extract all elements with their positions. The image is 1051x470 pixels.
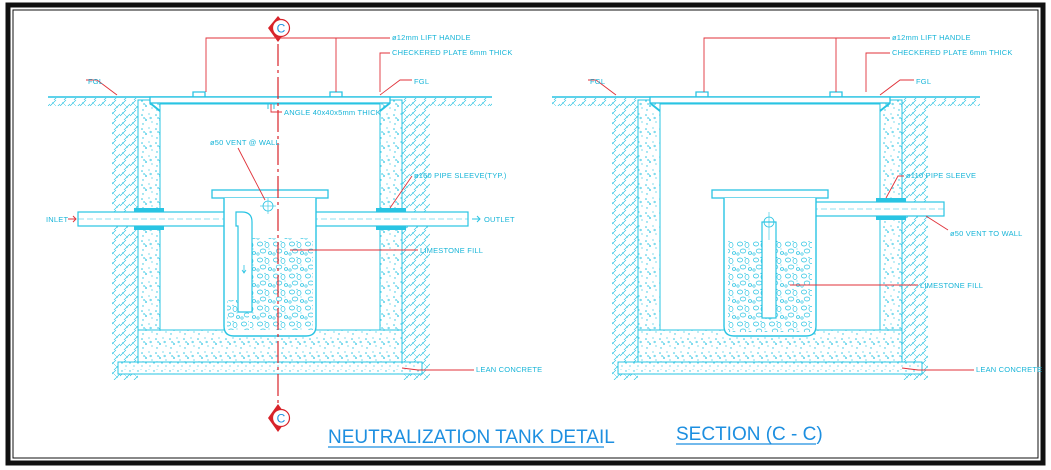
section-view: ø12mm LIFT HANDLE CHECKERED PLATE 6mm TH… (552, 33, 1042, 445)
pipe-sleeve-top-r (876, 198, 906, 202)
vent-label-r: ø50 VENT TO WALL (950, 229, 1023, 238)
earth-hatch-right (430, 98, 492, 106)
angle-label: ANGLE 40x40x5mm THICK (284, 108, 381, 117)
pipe-sleeve-left-top (134, 208, 164, 212)
earth-side-right-r (902, 98, 928, 380)
tank-wall-left (137, 99, 161, 363)
tank-detail-view: C C ø12mm LIFT HANDLE CHECKERED PLATE 6m… (46, 16, 615, 448)
angle-bracket (267, 103, 275, 109)
limestone-fill-left (250, 238, 313, 330)
earth-side-right (402, 98, 430, 380)
fgl-left-label: FGL (88, 77, 103, 86)
lift-handle-1-r (695, 91, 709, 97)
tank-wall-right (379, 99, 403, 363)
lift-handle-label: ø12mm LIFT HANDLE (392, 33, 471, 42)
inlet-elbow (235, 211, 253, 313)
sheet-border-inner (12, 9, 1039, 459)
fgl-left-label-r: FGL (590, 77, 605, 86)
earth-hatch-left-r (552, 98, 612, 106)
pipe-sleeve-label-r: ø110 PIPE SLEEVE (906, 171, 976, 180)
section-marker-top-letter: C (277, 22, 286, 36)
neutralization-box-rim (211, 189, 329, 199)
lift-handle-label-r: ø12mm LIFT HANDLE (892, 33, 971, 42)
lean-concrete-layer (117, 361, 423, 375)
checkered-plate-r (649, 96, 891, 104)
fgl-right-label-r: FGL (916, 77, 931, 86)
fgl-right-label: FGL (414, 77, 429, 86)
pipe-sleeve-bottom-r (876, 216, 906, 220)
tank-detail-title: NEUTRALIZATION TANK DETAIL (328, 427, 615, 448)
outlet-arrow (472, 215, 481, 223)
pipe-sleeve-right-bottom (376, 226, 406, 230)
earth-hatch-left (48, 98, 112, 106)
lift-handle-1 (192, 91, 206, 97)
lean-concrete-layer-r (617, 361, 923, 375)
pipe-sleeve-label: ø160 PIPE SLEEVE(TYP.) (414, 171, 507, 180)
section-title: SECTION (C - C) (676, 424, 823, 445)
inlet-label: INLET (46, 215, 68, 224)
checkered-plate-label: CHECKERED PLATE 6mm THICK (392, 48, 513, 57)
lean-concrete-label: LEAN CONCRETE (476, 365, 542, 374)
section-marker-bottom-letter: C (277, 412, 286, 426)
inlet-arrow (68, 215, 77, 223)
earth-hatch-right-r (928, 98, 980, 106)
checkered-plate-label-r: CHECKERED PLATE 6mm THICK (892, 48, 1013, 57)
checkered-plate (149, 96, 391, 104)
pipe-sleeve-left-bottom (134, 226, 164, 230)
tank-wall-right-r (879, 99, 903, 363)
vent-label: ø50 VENT @ WALL (210, 138, 280, 147)
earth-side-left (112, 98, 138, 380)
limestone-label: LIMESTONE FILL (420, 246, 483, 255)
section-marker-top: C (268, 16, 291, 42)
lean-concrete-label-r: LEAN CONCRETE (976, 365, 1042, 374)
outlet-label: OUTLET (484, 215, 515, 224)
section-marker-bottom: C (268, 404, 291, 432)
earth-side-left-r (612, 98, 638, 380)
limestone-label-r: LIMESTONE FILL (920, 281, 983, 290)
pipe-sleeve-right-top (376, 208, 406, 212)
neutralization-box-rim-r (711, 189, 829, 199)
tank-wall-left-r (637, 99, 661, 363)
